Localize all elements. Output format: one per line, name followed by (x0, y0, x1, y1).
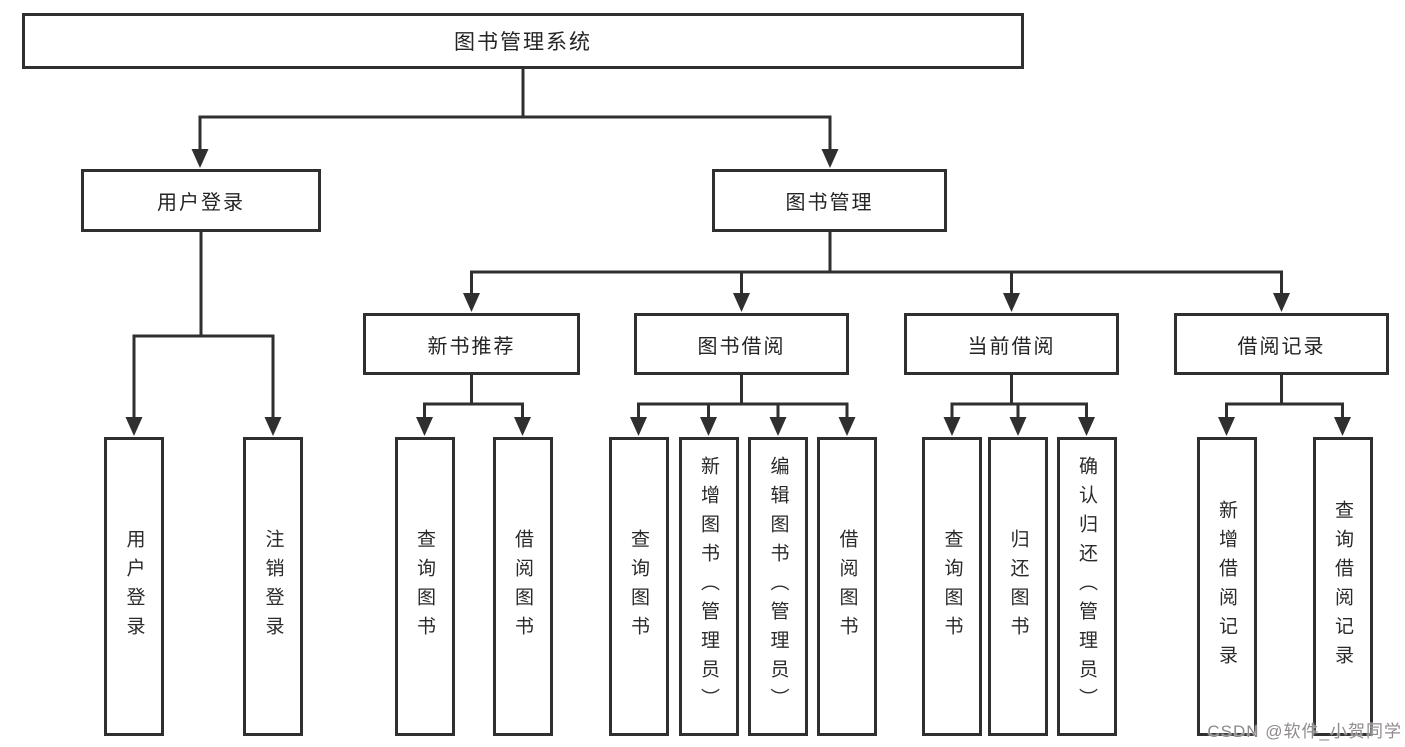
node-borrowing-records: 借阅记录 (1174, 313, 1389, 375)
leaf-confirm-return-admin: 确认归还（管理员） (1056, 437, 1117, 736)
node-book-borrowing: 图书借阅 (634, 313, 849, 375)
node-new-book-recommend: 新书推荐 (363, 313, 580, 375)
leaf-label: 归还图书 (1007, 528, 1029, 645)
node-book-management: 图书管理 (712, 169, 947, 232)
leaf-query-borrow-record: 查询借阅记录 (1312, 437, 1373, 736)
arrowhead-down-icon (463, 293, 480, 312)
node-library-system: 图书管理系统 (22, 13, 1024, 69)
arrowhead-down-icon (700, 417, 717, 436)
leaf-logout: 注销登录 (243, 437, 303, 736)
arrowhead-down-icon (1003, 293, 1020, 312)
arrowhead-down-icon (416, 417, 433, 436)
leaf-query-books-current: 查询图书 (922, 437, 982, 736)
leaf-query-books-borrow: 查询图书 (608, 437, 669, 736)
arrowhead-down-icon (1218, 417, 1235, 436)
arrowhead-down-icon (1078, 417, 1095, 436)
node-current-borrowing: 当前借阅 (904, 313, 1119, 375)
arrowhead-down-icon (630, 417, 647, 436)
leaf-label: 查询图书 (414, 528, 435, 645)
node-user-login: 用户登录 (81, 169, 321, 232)
arrowhead-down-icon (264, 417, 282, 436)
leaf-add-borrow-record: 新增借阅记录 (1196, 437, 1257, 736)
leaf-query-books-recommend: 查询图书 (394, 437, 455, 736)
arrowhead-down-icon (1334, 417, 1351, 436)
arrowhead-down-icon (838, 417, 856, 436)
leaf-borrow-books: 借阅图书 (817, 437, 877, 736)
arrowhead-down-icon (191, 149, 209, 168)
arrowhead-down-icon (733, 293, 750, 312)
leaf-label: 借阅图书 (512, 528, 533, 645)
leaf-label: 借阅图书 (836, 528, 858, 645)
arrowhead-down-icon (514, 417, 531, 436)
arrowhead-down-icon (769, 417, 787, 436)
leaf-label: 编辑图书（管理员） (767, 456, 789, 717)
leaf-label: 确认归还（管理员） (1076, 456, 1097, 717)
leaf-label: 注销登录 (262, 528, 284, 645)
watermark: CSDN @软件_小贺同学 (1207, 722, 1402, 741)
arrowhead-down-icon (1273, 293, 1290, 312)
leaf-label: 查询借阅记录 (1332, 499, 1353, 674)
leaf-label: 用户登录 (123, 528, 145, 645)
leaf-add-books-admin: 新增图书（管理员） (678, 437, 739, 736)
leaf-borrow-books-recommend: 借阅图书 (492, 437, 553, 736)
arrowhead-down-icon (125, 417, 143, 436)
arrowhead-down-icon (821, 149, 839, 168)
leaf-label: 查询图书 (941, 528, 963, 645)
leaf-label: 新增图书（管理员） (698, 456, 719, 717)
arrowhead-down-icon (943, 417, 961, 436)
leaf-label: 查询图书 (628, 528, 649, 645)
leaf-label: 新增借阅记录 (1216, 499, 1237, 674)
leaf-return-books: 归还图书 (988, 437, 1048, 736)
leaf-edit-books-admin: 编辑图书（管理员） (748, 437, 808, 736)
arrowhead-down-icon (1009, 417, 1027, 436)
leaf-user-login: 用户登录 (104, 437, 164, 736)
